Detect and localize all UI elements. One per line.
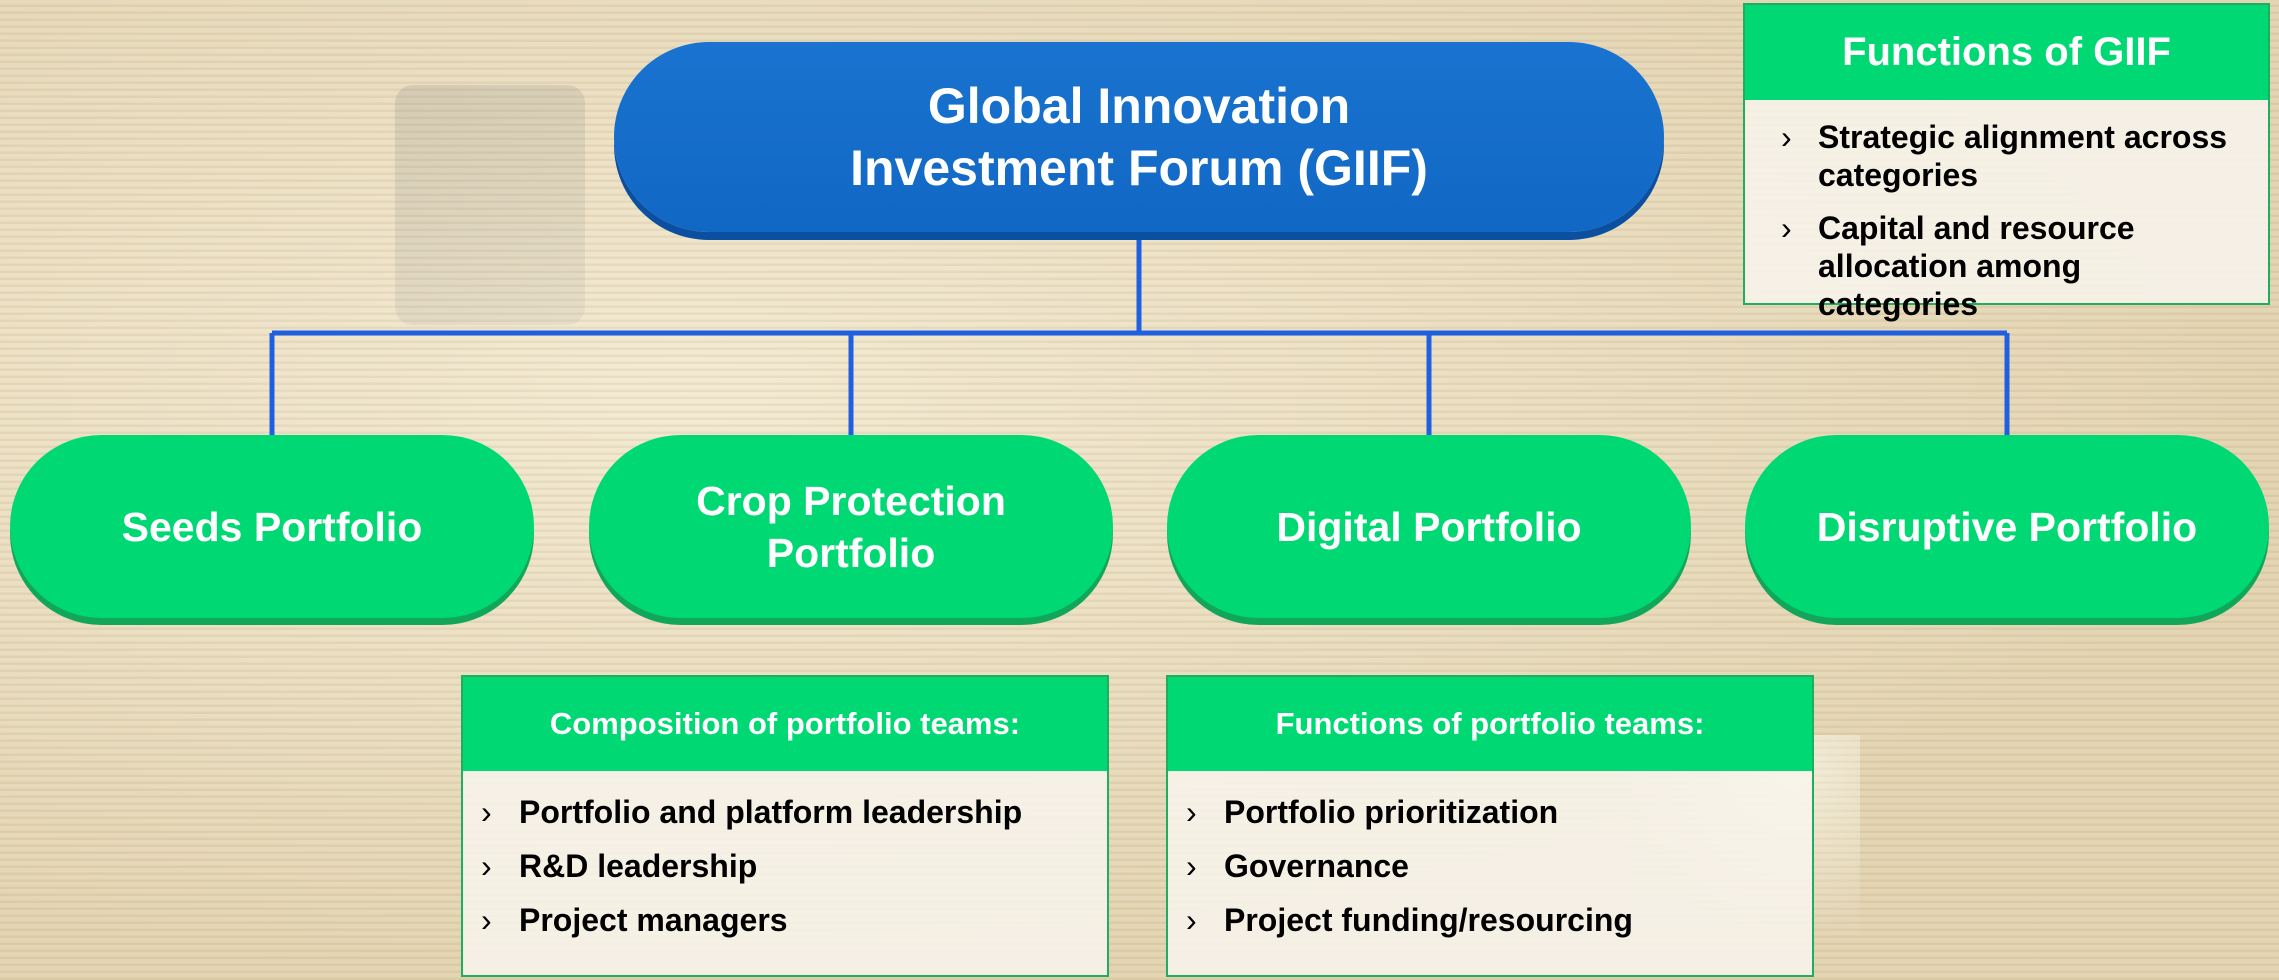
composition-list: ›Portfolio and platform leadership ›R&D … bbox=[463, 771, 1107, 939]
chevron-right-icon: › bbox=[1781, 119, 1792, 155]
composition-box: Composition of portfolio teams: ›Portfol… bbox=[461, 675, 1109, 977]
list-item: ›Strategic alignment across categories bbox=[1781, 119, 2228, 193]
list-item: ›Governance bbox=[1186, 848, 1409, 884]
giif-functions-list: ›Strategic alignment across categories ›… bbox=[1745, 100, 2268, 323]
crop-protection-portfolio-node: Crop Protection Portfolio bbox=[589, 435, 1113, 618]
chevron-right-icon: › bbox=[1186, 848, 1197, 884]
team-functions-box: Functions of portfolio teams: ›Portfolio… bbox=[1166, 675, 1814, 977]
chevron-right-icon: › bbox=[1781, 210, 1792, 246]
seeds-portfolio-node: Seeds Portfolio bbox=[10, 435, 534, 618]
disruptive-portfolio-node: Disruptive Portfolio bbox=[1745, 435, 2269, 618]
giif-functions-box: Functions of GIIF ›Strategic alignment a… bbox=[1743, 3, 2270, 322]
list-item: ›Project funding/resourcing bbox=[1186, 902, 1633, 938]
composition-title: Composition of portfolio teams: bbox=[463, 677, 1107, 771]
giif-title-line-2: Investment Forum (GIIF) bbox=[850, 140, 1428, 196]
chevron-right-icon: › bbox=[481, 848, 492, 884]
list-item: ›R&D leadership bbox=[481, 848, 758, 884]
chevron-right-icon: › bbox=[1186, 902, 1197, 938]
portfolio-label: Seeds Portfolio bbox=[121, 503, 423, 550]
team-functions-list: ›Portfolio prioritization ›Governance ›P… bbox=[1168, 771, 1812, 939]
team-functions-title: Functions of portfolio teams: bbox=[1168, 677, 1812, 771]
list-item: ›Portfolio and platform leadership bbox=[481, 794, 1023, 830]
chevron-right-icon: › bbox=[1186, 794, 1197, 830]
giif-title-line-1: Global Innovation bbox=[927, 78, 1351, 134]
chevron-right-icon: › bbox=[481, 902, 492, 938]
digital-portfolio-node: Digital Portfolio bbox=[1167, 435, 1691, 618]
portfolio-label: Disruptive Portfolio bbox=[1816, 503, 2198, 550]
list-item: ›Portfolio prioritization bbox=[1186, 794, 1559, 830]
portfolio-label: Crop Protection Portfolio bbox=[696, 477, 1006, 576]
portfolio-label: Digital Portfolio bbox=[1276, 503, 1582, 550]
list-item: ›Capital and resource allocation among c… bbox=[1781, 210, 2135, 322]
chevron-right-icon: › bbox=[481, 794, 492, 830]
background-tractor-image bbox=[395, 85, 585, 325]
giif-node: Global Innovation Investment Forum (GIIF… bbox=[614, 42, 1664, 232]
list-item: ›Project managers bbox=[481, 902, 788, 938]
giif-functions-title: Functions of GIIF bbox=[1745, 5, 2268, 100]
